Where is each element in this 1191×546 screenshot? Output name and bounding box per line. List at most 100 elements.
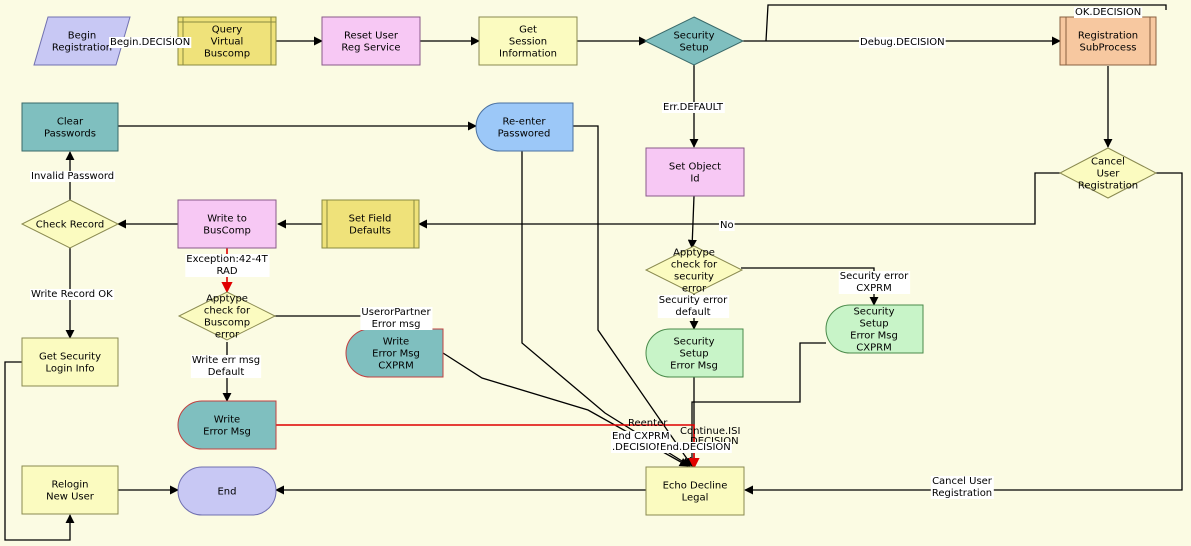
label-line: Setup	[679, 349, 708, 360]
label-line: Error Msg	[203, 427, 251, 438]
label-line: Passwords	[44, 129, 96, 140]
label-line: New User	[46, 492, 95, 503]
label-line: Query	[212, 25, 242, 36]
label-line: Echo Decline	[663, 481, 728, 492]
edge-label-invalid-password: Invalid Password	[31, 171, 114, 182]
label-line: Registration	[52, 43, 112, 54]
label-line: Virtual	[211, 37, 244, 48]
label-line: check for	[204, 306, 251, 317]
label-line: Cancel User	[932, 476, 993, 487]
edge-label-overlap-1: Reenter	[628, 418, 668, 429]
edge-label-write-record-ok: Write Record OK	[31, 289, 113, 300]
label-line: Clear	[57, 117, 84, 128]
label-line: CXPRM	[378, 361, 413, 372]
label-line: CXPRM	[856, 283, 891, 294]
edge-label-overlap-4: DECISION	[690, 436, 739, 447]
edge-cxprm-to-echo	[687, 342, 826, 467]
svg-text:End: End	[217, 487, 236, 498]
label-line: Re-enter	[503, 117, 547, 128]
label-line: Begin.DECISION	[110, 37, 190, 48]
label-line: Login Info	[45, 364, 94, 375]
edge-setobject-to-apptype	[687, 195, 697, 249]
label-line: Default	[208, 367, 245, 378]
label-line: Error Msg	[372, 349, 420, 360]
label-line: Buscomp	[204, 49, 250, 60]
label-line: Reenter	[628, 418, 668, 429]
label-line: Error Msg	[850, 331, 898, 342]
node-check-record[interactable]: Check Record	[20, 199, 120, 249]
edge-label-no: No	[720, 220, 734, 231]
label-line: Exception:42-4T	[186, 254, 268, 265]
label-line: Session	[509, 37, 547, 48]
label-line: Legal	[682, 493, 709, 504]
edge-label-background	[659, 442, 732, 453]
label-line: Write to	[207, 214, 247, 225]
edge-label-background	[838, 271, 911, 294]
edge-label-ok-decision: OK.DECISION	[1075, 7, 1141, 18]
label-line: Setup	[859, 319, 888, 330]
edge-label-background	[190, 355, 262, 378]
node-end[interactable]: End	[177, 466, 277, 516]
edge-label-background	[30, 171, 116, 182]
label-line: Registration	[932, 488, 992, 499]
edge-cancel-to-echo	[744, 172, 1183, 495]
label-line: DECISION	[690, 436, 739, 447]
edge-label-background	[859, 37, 946, 48]
label-line: Error msg	[372, 319, 421, 330]
edge-label-overlap-3: End CXPRM	[612, 431, 670, 442]
edge-label-background	[657, 295, 730, 318]
label-line: Set Object	[669, 162, 721, 173]
edge-label-background	[719, 220, 735, 231]
edges	[4, 4, 1183, 541]
label-line: Apptype	[673, 248, 715, 259]
edge-reenter-to-echo-2	[573, 125, 693, 467]
label-line: Security	[853, 307, 894, 318]
label-line: default	[675, 307, 710, 318]
edge-label-background	[611, 442, 665, 453]
label-line: Write err msg	[192, 355, 260, 366]
label-line: End.DECISION	[660, 442, 731, 453]
label-line: Err.DEFAULT	[663, 102, 724, 113]
edge-security-to-subprocess-ok	[765, 4, 1167, 42]
label-line: Write	[214, 415, 240, 426]
label-line: BusComp	[203, 226, 251, 237]
